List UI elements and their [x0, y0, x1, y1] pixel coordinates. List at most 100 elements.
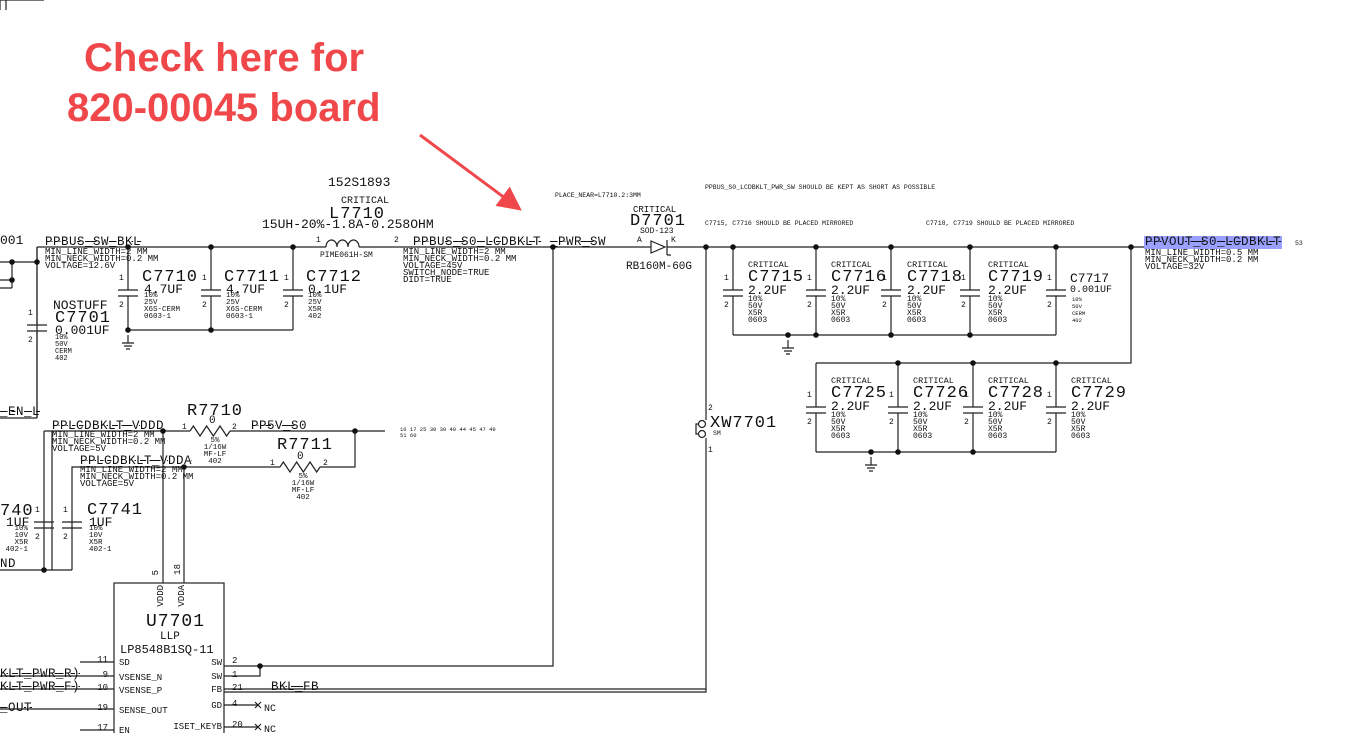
ground-icon	[865, 457, 877, 472]
capacitor-pin-number: 2	[284, 301, 289, 310]
capacitor-pin-number: 2	[724, 301, 729, 310]
ic-part: LP8548B1SQ-11	[120, 643, 214, 657]
capacitor-pin-number: 1	[202, 274, 207, 283]
ic-right-pin-number: 2	[232, 656, 238, 666]
c7710-value: 4.7UF	[144, 282, 184, 297]
capacitor-pin-number: 1	[284, 274, 289, 283]
c7741-value: 1UF	[89, 515, 113, 530]
capacitor-pin-number: 2	[35, 533, 40, 542]
xw-pin1: 1	[708, 446, 713, 455]
capacitor-pin-number: 1	[961, 274, 966, 283]
junction-dot	[160, 428, 166, 434]
capacitor-pin-number: 1	[1047, 274, 1052, 283]
capacitor-pin-number: 2	[1047, 301, 1052, 310]
place-near-note: PLACE_NEAR=L7710.2:3MM	[555, 192, 641, 199]
capacitor-pin-number: 2	[889, 418, 894, 427]
inductor-value: 15UH-20%-1.8A-0.258OHM	[262, 217, 434, 232]
inductor-package: PIME061H-SM	[320, 251, 373, 260]
junction-dot	[895, 360, 901, 366]
r7711-ref: R7711	[277, 436, 334, 455]
capacitor-pin-number: 1	[35, 506, 40, 515]
ic-right-pin-number: 4	[232, 699, 238, 709]
resistor-symbol	[279, 460, 321, 474]
junction-dot	[730, 244, 736, 250]
capacitor-symbol	[960, 289, 980, 297]
c7717-value: 0.001UF	[1070, 285, 1113, 296]
wire	[0, 661, 114, 731]
diode-ref: D7701	[630, 212, 687, 231]
junction-dot	[868, 449, 874, 455]
junction-dot	[970, 449, 976, 455]
inductor-pin2: 2	[394, 236, 399, 245]
junction-dot	[41, 567, 47, 573]
capacitor-pin-number: 1	[807, 274, 812, 283]
no-connect-icon	[254, 701, 262, 731]
wire	[52, 430, 385, 468]
capacitor-symbol	[283, 289, 303, 297]
c7740-ref: 740	[0, 502, 34, 521]
junction-dot	[895, 449, 901, 455]
wire	[0, 675, 80, 690]
junction-dot	[967, 332, 973, 338]
wire-group	[0, 0, 1145, 733]
annotation-line1: Check here for	[84, 36, 365, 80]
ic-left-pin-name: VSENSE_N	[119, 673, 163, 683]
net-vdda: PPLCDBKLT_VDDA	[80, 454, 193, 468]
net-pp5v-s0: PP5V_S0	[251, 419, 308, 433]
capacitor-pin-number: 2	[1047, 418, 1052, 427]
capacitor-pin-number: 1	[63, 506, 68, 515]
r7711-pin2: 2	[323, 459, 328, 468]
c7717-ref: C7717	[1070, 271, 1110, 286]
junction-dot	[34, 259, 40, 265]
capacitor-symbol	[1046, 289, 1066, 297]
ground-icon	[122, 335, 134, 350]
ic-pin-vddd-num: 5	[151, 570, 161, 576]
junction-dot	[125, 327, 131, 333]
c7701-ref: C7701	[55, 309, 112, 328]
ic-right-pin-name: GD	[211, 701, 222, 711]
capacitor-pin-number: 1	[119, 274, 124, 283]
xw-ref: XW7701	[710, 414, 778, 433]
wire	[0, 261, 37, 289]
net-tie-icon	[697, 429, 707, 439]
wire	[816, 247, 1132, 364]
ic-left-pin-number: 10	[97, 683, 108, 693]
ic-right-pin-name: ISET_KEYB	[173, 722, 222, 732]
c7740-value: 1UF	[6, 515, 30, 530]
r7711-value: 0	[297, 451, 304, 463]
capacitor-pin-number: 2	[961, 301, 966, 310]
capacitor-pin-number: 1	[724, 274, 729, 283]
junction-dot	[967, 244, 973, 250]
capacitor-pin-number: 2	[202, 301, 207, 310]
junction-dot	[1053, 360, 1059, 366]
wire	[224, 666, 261, 677]
net-left-fragment: 001	[0, 233, 24, 248]
net-sense-out: _OUT	[0, 701, 33, 715]
junction-dot	[888, 244, 894, 250]
net-ppvout-s0-lcdbklt[interactable]: PPVOUT_S0_LCDBKLT	[1144, 235, 1283, 249]
capacitor-symbol	[806, 406, 826, 414]
ic-pin-vddd-name: VDDD	[156, 585, 166, 607]
ic-right-pin-number: 21	[232, 683, 243, 693]
r7710-value: 0	[209, 415, 216, 427]
junction-group	[9, 244, 1134, 669]
c7712-value: 0.1UF	[308, 282, 348, 297]
ic-left-pin-name: VSENSE_P	[119, 686, 163, 696]
capacitor-pin-number: 2	[964, 418, 969, 427]
no-connect-label: NC	[264, 725, 277, 736]
ic-left-pin-name: SD	[119, 658, 130, 668]
ic-pin-vdda-name: VDDA	[177, 585, 187, 607]
junction-dot	[290, 244, 296, 250]
r7711-pin1: 1	[270, 459, 275, 468]
